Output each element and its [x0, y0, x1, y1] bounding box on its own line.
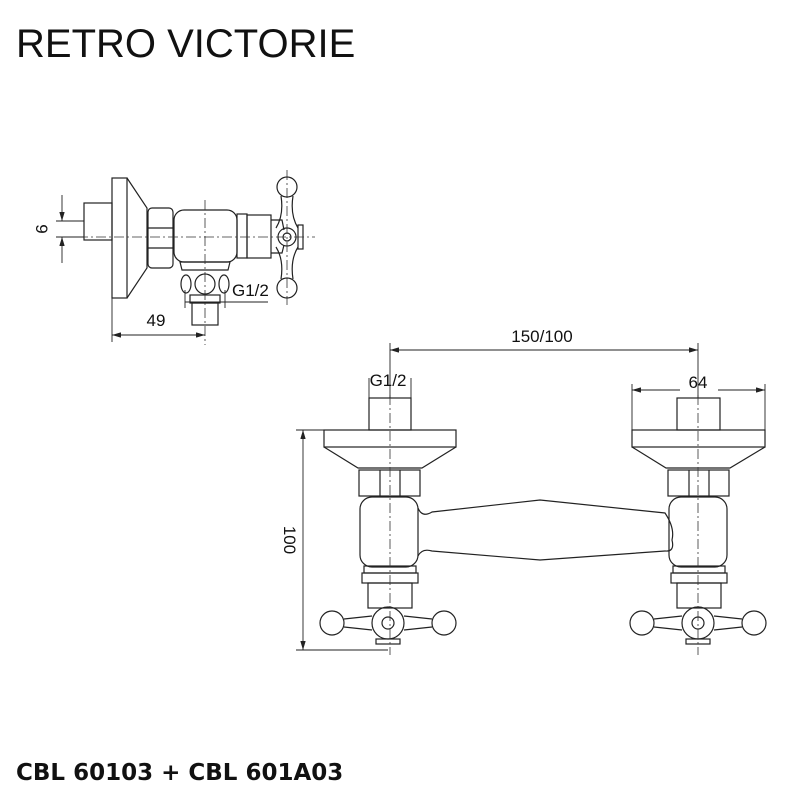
side-thread-label: G1/2: [232, 281, 269, 300]
side-dim-height: 9: [32, 224, 51, 233]
product-codes: CBL 60103 + CBL 601A03: [16, 760, 344, 786]
page-title: RETRO VICTORIE: [16, 22, 356, 66]
front-view: 150/100 G1/2 64 100: [280, 327, 767, 655]
side-dim-offset: 49: [147, 311, 166, 330]
front-dim-spacing: 150/100: [511, 327, 572, 346]
front-dim-flange: 64: [689, 373, 708, 392]
side-view: 9 49 G1/2: [32, 170, 315, 345]
front-thread-label: G1/2: [370, 371, 407, 390]
front-dim-height: 100: [280, 526, 299, 554]
